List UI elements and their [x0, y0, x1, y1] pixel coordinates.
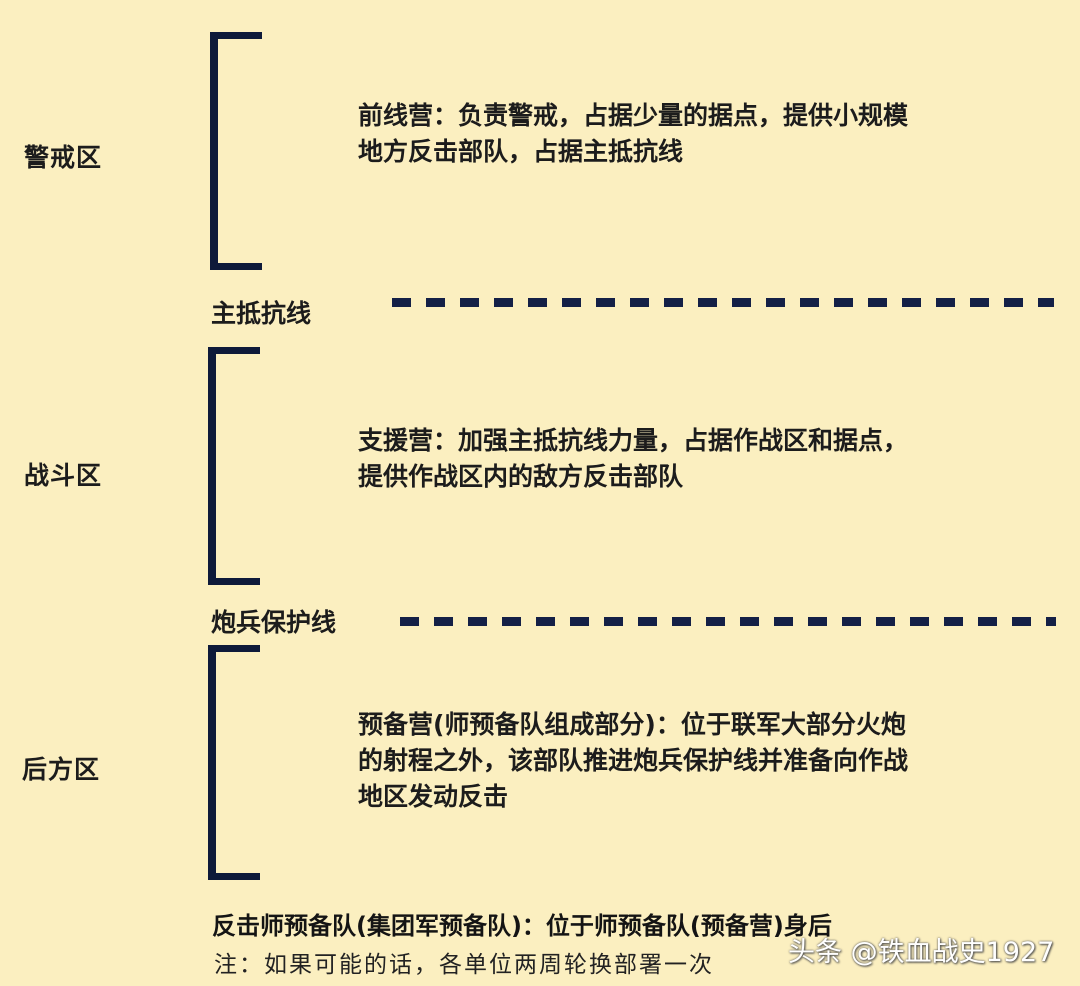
artillery-protection-dashed-line — [400, 617, 1056, 626]
line-label-main-resistance: 主抵抗线 — [211, 299, 312, 328]
main-resistance-dashed-line — [392, 298, 1054, 307]
zone-label-combat: 战斗区 — [24, 461, 103, 490]
line-label-artillery-protection: 炮兵保护线 — [211, 608, 337, 637]
bracket-alert-zone — [210, 32, 262, 270]
zone-label-rear: 后方区 — [22, 755, 101, 784]
footer-counterattack-reserve: 反击师预备队(集团军预备队)：位于师预备队(预备营)身后 — [212, 912, 832, 940]
zone-description-rear: 预备营(师预备队组成部分)：位于联军大部分火炮 的射程之外，该部队推进炮兵保护线… — [358, 710, 909, 811]
zone-description-alert: 前线营：负责警戒，占据少量的据点，提供小规模 地方反击部队，占据主抵抗线 — [358, 101, 909, 166]
watermark: 头条 @铁血战史1927 — [788, 937, 1055, 968]
zone-description-combat: 支援营：加强主抵抗线力量，占据作战区和据点， 提供作战区内的敌方反击部队 — [358, 426, 909, 491]
zone-label-alert: 警戒区 — [24, 143, 103, 172]
bracket-rear-zone — [208, 645, 260, 880]
bracket-combat-zone — [208, 347, 260, 585]
footer-rotation-note: 注：如果可能的话，各单位两周轮换部署一次 — [214, 952, 714, 978]
